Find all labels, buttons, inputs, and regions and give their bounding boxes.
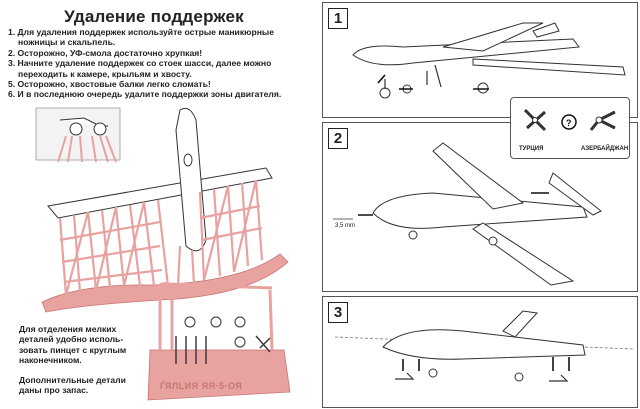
detail-inset bbox=[35, 107, 121, 163]
step-line: 1. Для удаления поддержек используйте ос… bbox=[8, 27, 275, 37]
step-number: 2 bbox=[328, 128, 348, 149]
note-line: даны про запас. bbox=[19, 385, 89, 396]
step-line: 2. Осторожно, УФ-смола достаточно хрупка… bbox=[8, 47, 203, 58]
variant-right-label: АЗЕРБАЙДЖАН bbox=[581, 146, 629, 152]
spares-note: Дополнительные детали даны про запас. bbox=[19, 375, 126, 396]
propeller-variant-box: ? ТУРЦИЯ АЗЕРБАЙДЖАН bbox=[510, 97, 630, 159]
step-number: 1 bbox=[328, 8, 348, 29]
step-panel-1: 1 bbox=[322, 2, 638, 118]
step-line: ножницы и скальпель. bbox=[18, 37, 116, 48]
tweezers-note: Для отделения мелких деталей удобно испо… bbox=[19, 324, 126, 366]
step-panel-3: 3 bbox=[322, 296, 638, 408]
step-line: 6. И в последнюю очередь удалите поддерж… bbox=[8, 89, 282, 100]
supports-illustration bbox=[35, 107, 291, 401]
page-title: Удаление поддержек bbox=[64, 7, 244, 26]
variant-left-label: ТУРЦИЯ bbox=[519, 146, 544, 152]
drone-propeller-diagram bbox=[333, 142, 602, 286]
step-line: 5. Осторожно, хвостовые балки легко слом… bbox=[8, 79, 211, 90]
instructions-column: Удаление поддержек 1. Для удаления подде… bbox=[0, 0, 308, 409]
steps-list: 1. Для удаления поддержек используйте ос… bbox=[8, 27, 304, 100]
sprue-text: ҐЯЛLИЯ ЯЯ·5·ОЯ bbox=[160, 381, 243, 391]
step-number: 3 bbox=[328, 302, 348, 323]
svg-text:?: ? bbox=[566, 118, 572, 128]
parts-sprue bbox=[147, 282, 291, 401]
note-line: деталей удобно исполь- bbox=[19, 334, 124, 345]
drone-landing-gear-diagram bbox=[352, 22, 626, 99]
note-line: зовать пинцет с круглым bbox=[19, 344, 127, 355]
scale-label: 3,5 mm bbox=[335, 223, 356, 229]
drone-support-removal-diagram bbox=[334, 310, 634, 382]
note-line: Для отделения мелких bbox=[19, 324, 117, 334]
note-line: Дополнительные детали bbox=[19, 375, 126, 385]
step-line: переходить к камере, крыльям и хвосту. bbox=[18, 68, 192, 79]
note-line: наконечником. bbox=[19, 355, 82, 366]
step-line: 3. Начните удаление поддержек со стоек ш… bbox=[8, 58, 272, 69]
propeller-variants: ? bbox=[523, 108, 616, 132]
